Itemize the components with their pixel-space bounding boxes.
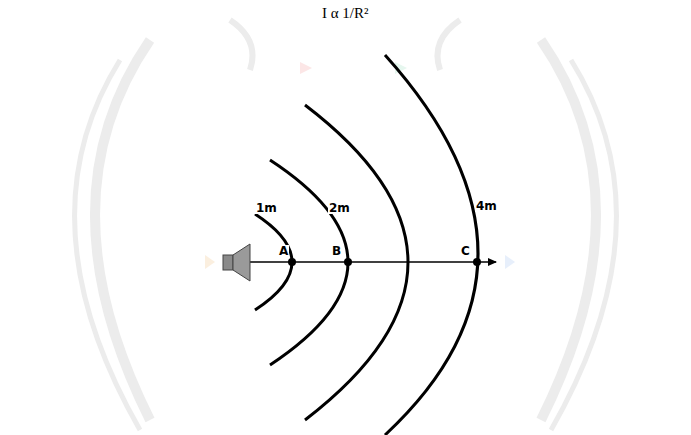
point-label: C [460, 245, 471, 257]
distance-label: 1m [255, 202, 278, 214]
speaker-symbol [223, 244, 250, 281]
distance-label: 2m [328, 202, 351, 214]
direction-arrow [250, 261, 496, 263]
formula-title: I α 1/R² [322, 6, 369, 21]
wavefront-arcs [255, 55, 478, 435]
measure-points [288, 258, 481, 266]
point-label: A [278, 245, 289, 257]
distance-label: 4m [475, 200, 498, 212]
point-label: B [331, 245, 342, 257]
wreath-watermark [75, 20, 617, 430]
faint-triangles [205, 62, 515, 269]
